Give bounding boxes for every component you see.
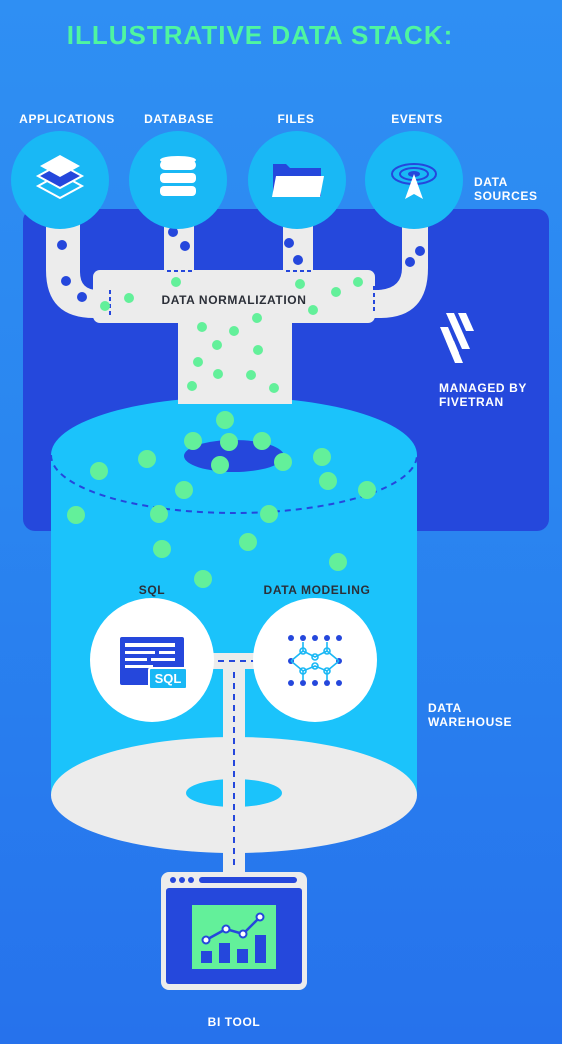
source-files bbox=[248, 131, 346, 229]
source-events bbox=[365, 131, 463, 229]
managed-by-label-line2: FIVETRAN bbox=[439, 395, 504, 409]
sql-badge: SQL bbox=[154, 671, 182, 686]
source-label-events: EVENTS bbox=[391, 112, 443, 126]
layers-icon bbox=[35, 155, 85, 200]
source-label-applications: APPLICATIONS bbox=[19, 112, 115, 126]
data-sources-label-line2: SOURCES bbox=[474, 189, 538, 203]
normalized-data-dots bbox=[100, 277, 363, 393]
sql-document-icon bbox=[120, 637, 188, 690]
data-sources-label: DATA SOURCES bbox=[474, 175, 538, 203]
fivetran-logo bbox=[440, 313, 474, 363]
warehouse-data-dots bbox=[67, 411, 376, 588]
bi-tool-window bbox=[161, 872, 307, 990]
source-data-dots bbox=[57, 227, 425, 302]
data-modeling-label: DATA MODELING bbox=[263, 583, 371, 597]
data-sources-label-line1: DATA bbox=[474, 175, 508, 189]
managed-by-label: MANAGED BY FIVETRAN bbox=[439, 381, 527, 409]
neural-network-icon bbox=[288, 635, 342, 686]
broadcast-icon bbox=[391, 163, 437, 199]
source-database bbox=[129, 131, 227, 229]
source-label-database: DATABASE bbox=[144, 112, 214, 126]
managed-by-label-line1: MANAGED BY bbox=[439, 381, 528, 395]
source-label-files: FILES bbox=[277, 112, 315, 126]
sql-label: SQL bbox=[138, 583, 166, 597]
bi-connector bbox=[205, 653, 265, 874]
bar-chart-icon bbox=[192, 905, 276, 969]
normalization-label: DATA NORMALIZATION bbox=[161, 293, 307, 307]
page-title: ILLUSTRATIVE DATA STACK: bbox=[66, 20, 454, 50]
data-warehouse-label-line1: DATA bbox=[428, 701, 462, 715]
source-applications bbox=[11, 131, 109, 229]
data-modeling-node bbox=[253, 598, 377, 722]
sql-node bbox=[90, 598, 214, 722]
database-icon bbox=[160, 156, 196, 196]
bi-tool-label: BI TOOL bbox=[207, 1015, 261, 1029]
pipe-joints bbox=[109, 270, 375, 318]
folder-icon bbox=[272, 164, 324, 197]
data-warehouse-label-line2: WAREHOUSE bbox=[428, 715, 513, 729]
data-warehouse-label: DATA WAREHOUSE bbox=[428, 701, 512, 729]
